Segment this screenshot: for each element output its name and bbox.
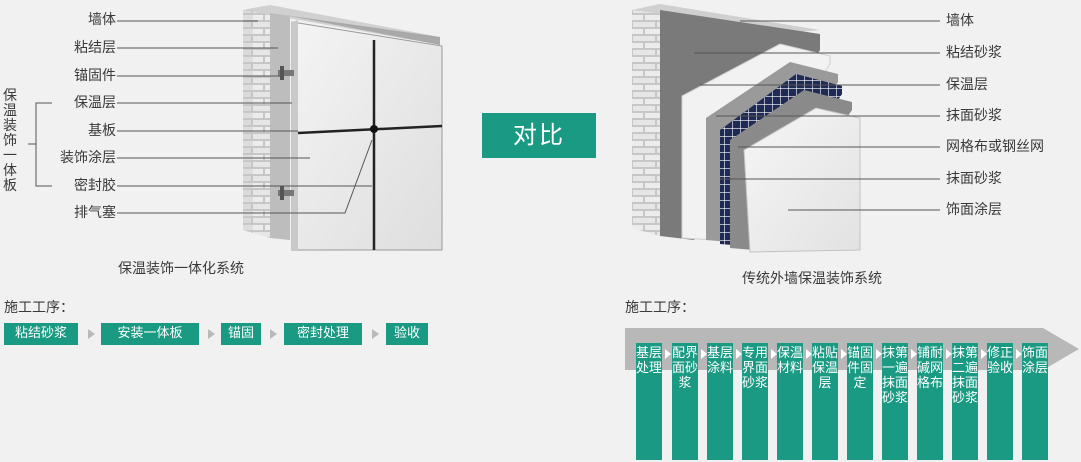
right-step-11: 修正验收 [987, 343, 1013, 460]
left-caption: 保温装饰一体化系统 [118, 261, 244, 277]
right-step-arrow-icon [701, 349, 707, 359]
label-vent-plug: 排气塞 [74, 205, 116, 221]
right-step-arrow-icon [736, 349, 742, 359]
label-insulation-layer: 保温层 [74, 95, 116, 111]
left-process-title: 施工工序： [4, 300, 74, 316]
label-mesh: 网格布或钢丝网 [946, 139, 1044, 155]
right-step-arrow-icon [1016, 349, 1022, 359]
right-process-title: 施工工序： [625, 300, 695, 316]
label-bonding-mortar: 粘结砂浆 [946, 45, 1002, 61]
right-step-5: 保温材料 [777, 343, 803, 460]
right-step-1: 基层处理 [636, 343, 662, 460]
left-step-5: 验收 [386, 323, 428, 345]
left-step-arrow-icon [372, 329, 379, 339]
label-wall: 墙体 [88, 12, 116, 28]
left-step-2: 安装一体板 [101, 323, 199, 345]
label-plaster-mortar-1: 抹面砂浆 [946, 108, 1002, 124]
right-step-9: 铺耐碱网格布 [917, 343, 943, 460]
label-finish-coating: 饰面涂层 [946, 202, 1002, 218]
left-step-3: 锚固 [221, 323, 261, 345]
right-step-arrow-icon [771, 349, 777, 359]
right-step-4: 专用界面砂浆 [742, 343, 768, 460]
label-sealant: 密封胶 [74, 178, 116, 194]
label-plaster-mortar-2: 抹面砂浆 [946, 171, 1002, 187]
label-integrated-panel-group: 保温装饰一体板 [3, 88, 17, 194]
left-step-1: 粘结砂浆 [4, 323, 78, 345]
label-decorative-coating: 装饰涂层 [60, 150, 116, 166]
right-step-arrow-icon [841, 349, 847, 359]
right-step-arrow-icon [981, 349, 987, 359]
right-step-3: 基层涂料 [707, 343, 733, 460]
right-step-arrow-icon [665, 349, 671, 359]
right-step-arrow-icon [806, 349, 812, 359]
right-step-arrow-icon [911, 349, 917, 359]
label-insulation-layer-right: 保温层 [946, 77, 988, 93]
left-step-4: 密封处理 [284, 323, 362, 345]
label-wall-right: 墙体 [946, 13, 974, 29]
right-step-6: 粘贴保温层 [812, 343, 838, 460]
right-step-8: 抹第一遍抹面砂浆 [882, 343, 908, 460]
right-step-7: 锚固件固定 [847, 343, 873, 460]
integrated-system-illustration [28, 5, 443, 251]
right-step-12: 饰面涂层 [1022, 343, 1048, 460]
label-substrate: 基板 [88, 123, 116, 139]
right-step-arrow-icon [946, 349, 952, 359]
left-step-arrow-icon [208, 329, 215, 339]
right-step-10: 抹第二遍抹面砂浆 [952, 343, 978, 460]
label-adhesive-layer: 粘结层 [74, 40, 116, 56]
traditional-system-illustration [632, 4, 940, 253]
left-step-arrow-icon [88, 329, 95, 339]
left-step-arrow-icon [270, 329, 277, 339]
right-caption: 传统外墙保温装饰系统 [742, 271, 882, 287]
right-step-arrow-icon [876, 349, 882, 359]
compare-badge: 对比 [482, 113, 596, 158]
right-step-2: 配界面砂浆 [672, 343, 698, 460]
label-anchor: 锚固件 [74, 68, 116, 84]
